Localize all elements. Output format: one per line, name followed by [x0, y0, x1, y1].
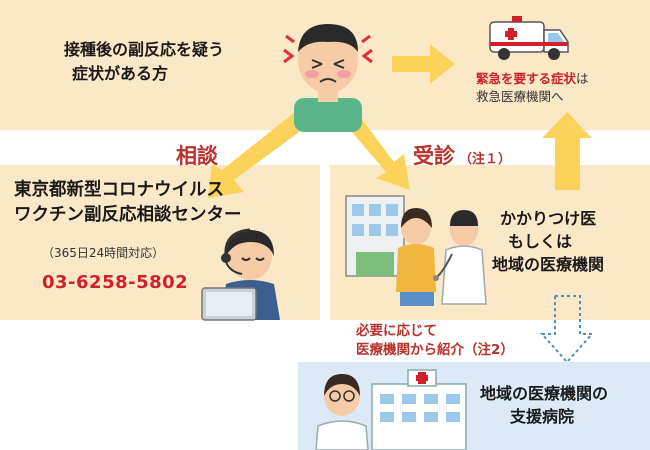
visit-label-text: 受診 [413, 144, 455, 168]
visit-note: （注１） [459, 152, 512, 167]
emergency-highlight: 緊急を要する症状 [476, 71, 577, 86]
center-name-line-2: ワクチン副反応相談センター [14, 205, 242, 225]
doctor-line-1: かかりつけ医 [500, 209, 597, 228]
emergency-suffix: は [576, 71, 589, 86]
support-line-2: 支援病院 [510, 407, 575, 426]
referral-line-2: 医療機関から紹介（注2） [356, 342, 514, 358]
family-doctor-text: かかりつけ医 もしくは 地域の医療機関 [492, 207, 604, 276]
doctor-line-2: もしくは [508, 232, 573, 251]
doctor-line-3: 地域の医療機関 [492, 255, 605, 274]
patient-line-1: 接種後の副反応を疑う [64, 40, 225, 59]
patient-line-2: 症状がある方 [72, 64, 169, 83]
consult-label: 相談 [176, 144, 218, 168]
referral-line-1: 必要に応じて [356, 323, 437, 339]
patient-description: 接種後の副反応を疑う 症状がある方 [64, 38, 224, 86]
support-hospital-text: 地域の医療機関の 支援病院 [480, 382, 608, 428]
center-name-line-1: 東京都新型コロナウイルス [14, 180, 224, 200]
referral-note: 必要に応じて 医療機関から紹介（注2） [356, 322, 514, 360]
emergency-note: 緊急を要する症状は 救急医療機関へ [476, 70, 589, 106]
phone-operator-illustration [201, 228, 280, 321]
arrow-to-consult [208, 112, 310, 198]
center-phone-number: 03-6258-5802 [42, 272, 189, 293]
ambulance-icon [489, 16, 569, 60]
support-line-1: 地域の医療機関の [480, 384, 609, 403]
arrow-clinic-to-emergency [542, 112, 592, 190]
clinic-consultation-illustration [345, 195, 487, 306]
dotted-arrow-shape [539, 295, 595, 364]
visit-label: 受診 （注１） [413, 140, 511, 170]
hospital-doctor-illustration [315, 369, 467, 450]
arrow-to-emergency [392, 44, 455, 84]
emergency-line-2: 救急医療機関へ [476, 89, 564, 104]
center-hours: （365日24時間対応） [42, 246, 165, 260]
sick-person-illustration [283, 24, 373, 132]
consultation-center-name: 東京都新型コロナウイルス ワクチン副反応相談センター [14, 178, 242, 228]
